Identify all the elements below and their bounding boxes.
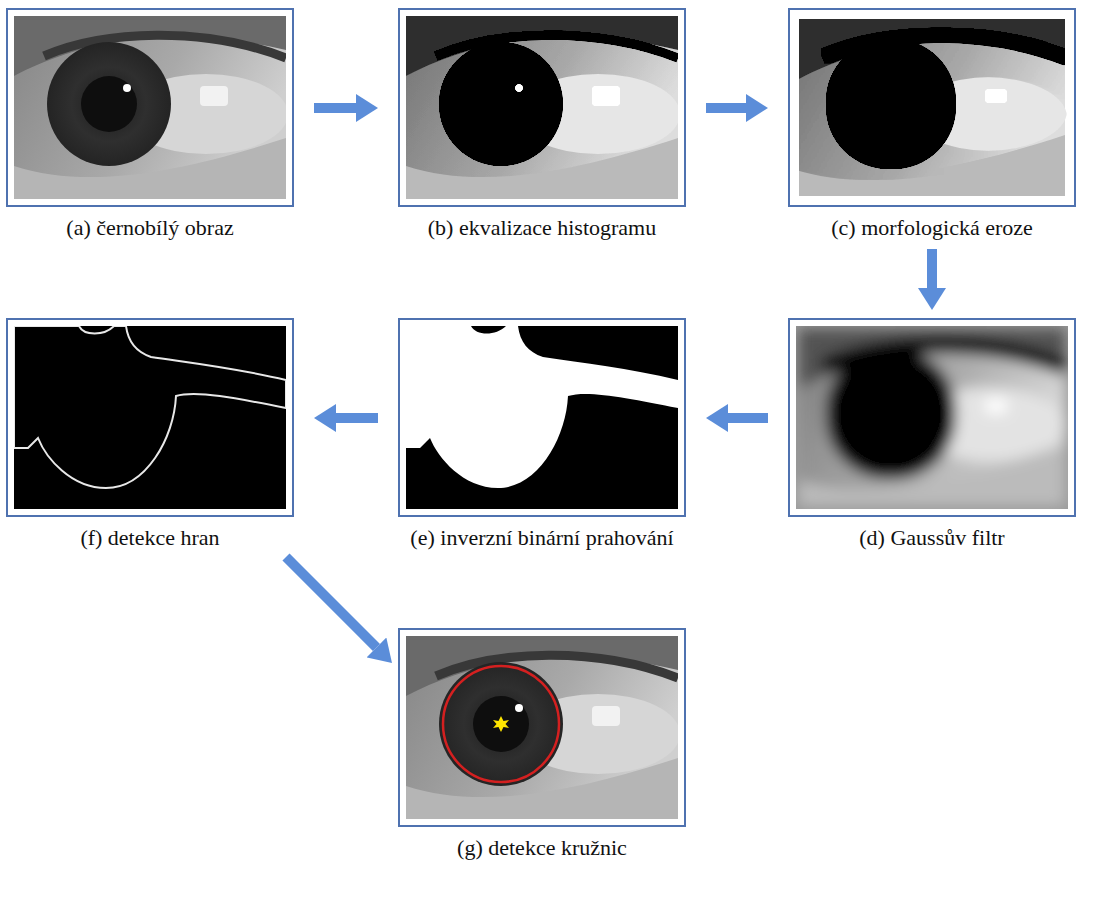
image-frame	[6, 318, 294, 517]
flow-arrow	[728, 413, 768, 423]
eye-photo-equalized	[406, 16, 678, 199]
image-frame	[398, 318, 686, 517]
image-frame	[788, 8, 1076, 207]
eye-photo-eroded	[796, 16, 1068, 199]
flow-arrow	[286, 557, 376, 647]
step-caption: (d) Gaussův filtr	[738, 525, 1097, 551]
eye-photo	[14, 16, 286, 199]
pipeline-step: (g) detekce kružnic	[398, 628, 686, 861]
flow-arrow	[927, 249, 937, 288]
pipeline-step: (d) Gaussův filtr	[788, 318, 1076, 551]
eye-photo-circle	[406, 636, 678, 819]
step-caption: (g) detekce kružnic	[348, 835, 736, 861]
edge-map	[14, 326, 286, 509]
pipeline-step: (c) morfologická eroze	[788, 8, 1076, 241]
pipeline-step: (a) černobílý obraz	[6, 8, 294, 241]
eye-photo-blurred	[796, 326, 1068, 509]
flow-arrow	[706, 103, 746, 113]
image-frame	[6, 8, 294, 207]
step-caption: (c) morfologická eroze	[738, 215, 1097, 241]
binary-mask	[406, 326, 678, 509]
flow-arrow	[314, 103, 356, 113]
pipeline-step: (e) inverzní binární prahování	[398, 318, 686, 551]
image-frame	[398, 8, 686, 207]
step-caption: (a) černobílý obraz	[0, 215, 344, 241]
image-frame	[398, 628, 686, 827]
pipeline-step: (b) ekvalizace histogramu	[398, 8, 686, 241]
pipeline-step: (f) detekce hran	[6, 318, 294, 551]
step-caption: (e) inverzní binární prahování	[348, 525, 736, 551]
image-frame	[788, 318, 1076, 517]
center-star	[493, 716, 509, 732]
step-caption: (f) detekce hran	[0, 525, 344, 551]
flow-arrow	[336, 413, 378, 423]
step-caption: (b) ekvalizace histogramu	[348, 215, 736, 241]
detected-circle	[443, 666, 559, 782]
